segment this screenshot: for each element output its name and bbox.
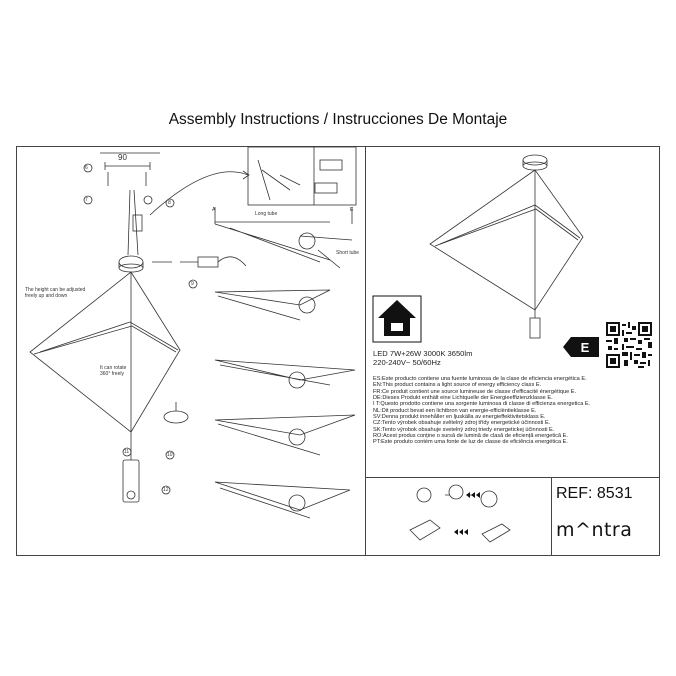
exploded-view-box — [247, 146, 357, 206]
energy-statement-sv: SV:Denna produkt innehåller en ljuskälla… — [373, 414, 546, 421]
qr-code-icon — [606, 322, 652, 368]
energy-statement-it: I T:Questo prodotto contiene una sorgent… — [373, 401, 591, 408]
product-cylinder — [529, 317, 541, 339]
divider-ref — [551, 478, 552, 556]
canopy-body — [118, 255, 144, 269]
dimension-90-label: 90 — [118, 153, 127, 162]
energy-statement-sk: SK:Tento výrobok obsahuje svetelný zdroj… — [373, 426, 555, 433]
energy-statement-fr: FR:Ce produit contient une source lumine… — [373, 388, 577, 395]
energy-statement-pt: PT:Este produto contém uma fonte de luz … — [373, 439, 568, 446]
energy-statements: ES:Este producto contiene una fuente lum… — [373, 376, 658, 446]
led-icon — [480, 490, 498, 508]
divider-horizontal — [365, 477, 660, 478]
short-tube-label: Short tube — [336, 250, 360, 256]
energy-statement-en: EN:This product contains a light source … — [373, 382, 542, 389]
energy-statement-nl: NL:Dit product bevat een lichtbron van e… — [373, 407, 537, 414]
page-title: Assembly Instructions / Instrucciones De… — [168, 111, 508, 128]
driver-icon — [409, 519, 441, 541]
rotate-note: It can rotate 360° freely — [100, 365, 127, 377]
energy-class-letter: E — [581, 340, 590, 355]
step-9-label: 9 — [191, 281, 194, 287]
divider-vertical — [365, 146, 366, 556]
energy-class-badge: E — [563, 337, 599, 357]
energy-statement-cz: CZ:Tento výrobek obsahuje světelný zdroj… — [373, 420, 551, 427]
long-tube-label: Long tube — [255, 211, 278, 217]
spec-voltage: 220-240V~ 50/60Hz — [373, 358, 441, 368]
step-10-label: 10 — [167, 452, 173, 458]
instruction-frame — [16, 146, 660, 556]
class-ii-insulation-icon — [372, 295, 422, 343]
energy-statement-es: ES:Este producto contiene una fuente lum… — [373, 376, 587, 382]
letter-e-label: E — [350, 207, 354, 213]
letter-a-label: A — [212, 207, 216, 213]
assembly-steps — [214, 221, 356, 519]
brand-logo: m^ntra — [556, 519, 633, 541]
brand-accent: ^ — [575, 519, 592, 541]
step-12-label: 12 — [163, 487, 169, 493]
spec-power: LED 7W+26W 3000K 3650lm — [373, 349, 473, 358]
pendant-cylinder — [122, 459, 140, 503]
reference-number: REF: 8531 — [556, 485, 633, 502]
step-11-label: 11 — [124, 449, 130, 455]
energy-statement-ro: RO:Acest produs conține o sursă de lumin… — [373, 433, 568, 440]
step-8-label: 8 — [168, 200, 171, 206]
spec-block: LED 7W+26W 3000K 3650lm 220-240V~ 50/60H… — [373, 349, 472, 368]
energy-statement-de: DE:Dieses Produkt enthält eine Lichtquel… — [373, 395, 553, 402]
height-note: The height can be adjusted freely up and… — [25, 287, 86, 299]
step-7-label: 7 — [85, 197, 88, 203]
step-6-label: 6 — [85, 165, 88, 171]
product-frame — [429, 169, 584, 311]
